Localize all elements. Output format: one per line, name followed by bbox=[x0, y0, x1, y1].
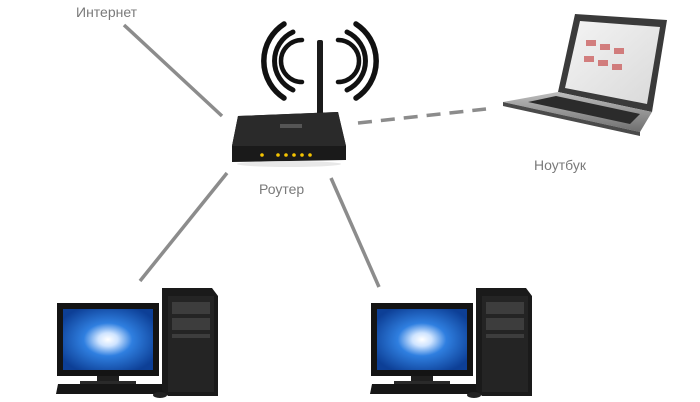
connection-lines bbox=[122, 23, 487, 288]
router-antenna bbox=[317, 40, 323, 118]
keyboard bbox=[56, 384, 168, 394]
desktop-computer-icon bbox=[56, 288, 218, 398]
internet-label: Интернет bbox=[76, 4, 138, 20]
laptop-label: Ноутбук bbox=[534, 157, 586, 173]
wifi-signal-icon bbox=[261, 21, 379, 101]
link-router-desktop-1 bbox=[138, 171, 229, 283]
laptop-keyboard bbox=[528, 96, 640, 124]
keyboard bbox=[370, 384, 482, 394]
monitor-screen bbox=[63, 309, 153, 370]
link-internet-router bbox=[122, 23, 224, 118]
router-leds bbox=[260, 153, 312, 157]
monitor-screen bbox=[377, 309, 467, 370]
laptop-icon bbox=[503, 14, 667, 136]
router-label: Роутер bbox=[259, 181, 305, 197]
link-router-laptop bbox=[357, 107, 487, 125]
desktop-computer-icon bbox=[370, 288, 532, 398]
wifi-router-icon bbox=[232, 40, 346, 167]
link-router-desktop-2 bbox=[329, 177, 381, 288]
